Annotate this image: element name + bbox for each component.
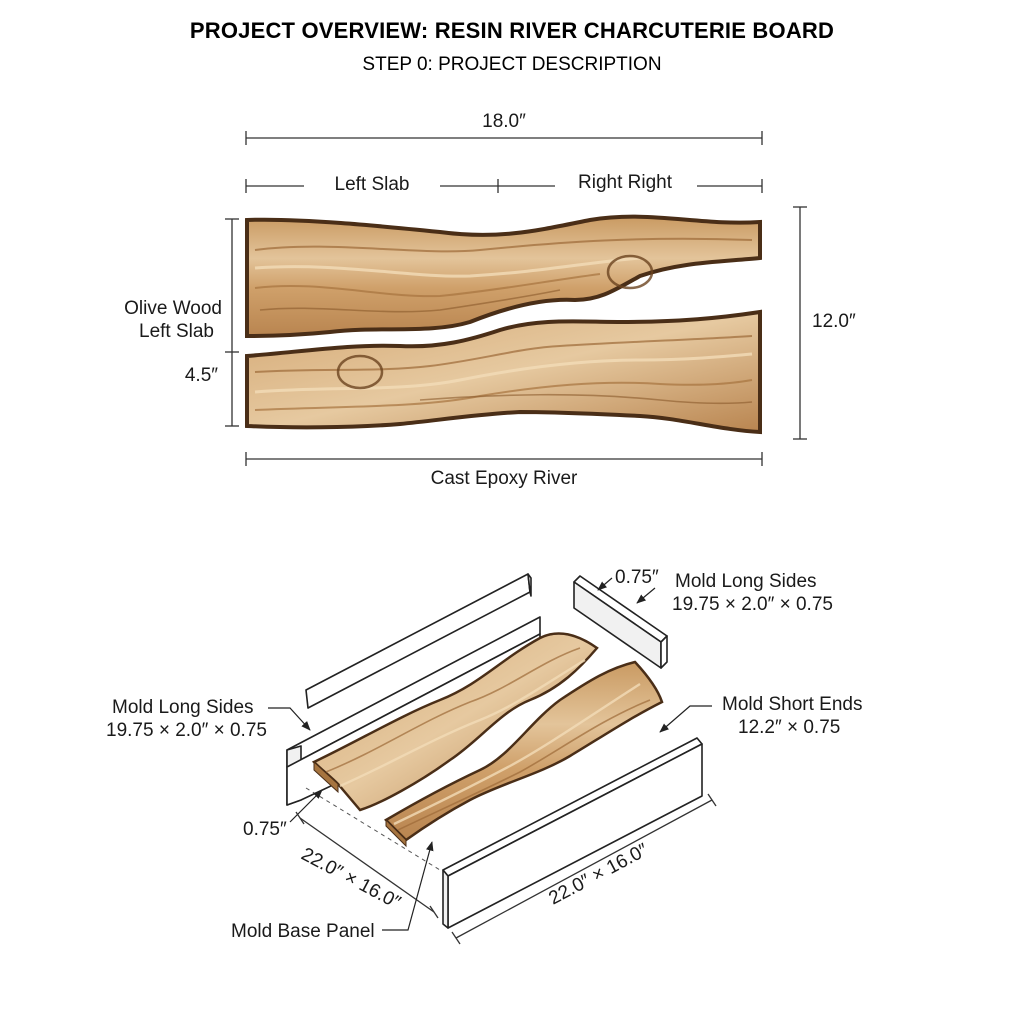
long-sides-right-label-line1: Mold Long Sides — [675, 571, 817, 592]
base-panel-dashed-edge — [305, 787, 441, 871]
base-dim-right-line — [455, 799, 713, 939]
base-dim-right-tick-b — [707, 793, 717, 807]
long-sides-right-leader — [636, 587, 656, 604]
long-sides-left-label-line2: 19.75 × 2.0″ × 0.75 — [106, 720, 267, 741]
mold-slab-right — [383, 660, 664, 848]
mold-exploded-view: 0.75″ Mold Long Sides 19.75 × 2.0″ × 0.7… — [106, 567, 862, 945]
thickness-top-leader — [597, 577, 613, 591]
long-sides-right-label-line2: 19.75 × 2.0″ × 0.75 — [672, 594, 833, 615]
mold-long-side-right — [442, 737, 703, 929]
top-view: 18.0″ Left Slab Right Right — [124, 111, 856, 489]
base-dim-right-tick-a — [451, 931, 461, 945]
mold-short-end-top — [573, 575, 668, 669]
thickness-left-label: 0.75″ — [243, 819, 287, 840]
short-ends-leader — [659, 705, 712, 733]
mold-long-side-back — [305, 573, 532, 709]
height-dim-label: 12.0″ — [812, 311, 856, 332]
thickness-left-leader — [289, 789, 323, 823]
left-slab-label: Left Slab — [335, 174, 410, 195]
page-title: PROJECT OVERVIEW: RESIN RIVER CHARCUTERI… — [190, 18, 834, 43]
lower-wood-slab — [245, 309, 762, 435]
river-label: Cast Epoxy River — [431, 468, 578, 489]
upper-wood-slab — [245, 214, 762, 339]
side-label-line2: Left Slab — [139, 321, 214, 342]
short-ends-label-line2: 12.2″ × 0.75 — [738, 717, 840, 738]
thickness-top-label: 0.75″ — [615, 567, 659, 588]
long-sides-left-label-line1: Mold Long Sides — [112, 697, 254, 718]
page-subtitle: STEP 0: PROJECT DESCRIPTION — [362, 54, 661, 75]
base-dim-left-line — [299, 817, 435, 913]
long-sides-left-leader — [268, 707, 311, 731]
base-dim-left-tick-a — [295, 811, 305, 825]
base-panel-leader — [382, 841, 434, 931]
short-ends-label-line1: Mold Short Ends — [722, 694, 862, 715]
side-label-line1: Olive Wood — [124, 298, 222, 319]
base-panel-label: Mold Base Panel — [231, 921, 375, 942]
slab-width-dim-label: 4.5″ — [185, 365, 218, 386]
base-dim-left-tick-b — [429, 905, 439, 919]
right-slab-label: Right Right — [578, 172, 673, 193]
overall-width-label: 18.0″ — [482, 111, 526, 132]
mold-slab-left — [311, 632, 599, 812]
